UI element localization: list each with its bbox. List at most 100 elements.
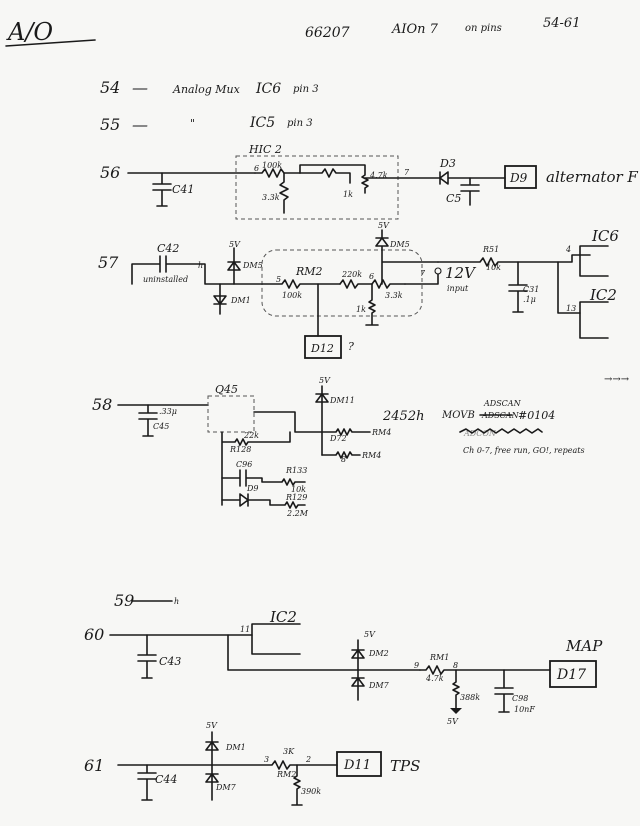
pin-59-h: h bbox=[174, 597, 179, 606]
dm7-label: DM7 bbox=[368, 681, 390, 690]
r-4-7k-label: 4.7k bbox=[369, 171, 388, 180]
pin-56-label: 56 bbox=[100, 163, 120, 182]
input-label: input bbox=[447, 284, 469, 293]
adscan-comment: Ch 0-7, free run, GO!, repeats bbox=[463, 446, 585, 455]
resistor-r51 bbox=[437, 254, 591, 267]
hic2-outline bbox=[235, 155, 399, 220]
hic-pin-6: 6 bbox=[254, 164, 259, 173]
cap-c5-label: C5 bbox=[446, 192, 461, 205]
pin-57-12v-wire bbox=[404, 273, 439, 285]
rm4b-label: RM4 bbox=[361, 451, 381, 460]
diode-dm5-upper bbox=[227, 247, 241, 285]
r51-label: R51 bbox=[482, 245, 499, 254]
resistor-rm1 bbox=[419, 665, 551, 675]
addr-2452h: 2452h bbox=[382, 409, 424, 424]
q45-outline bbox=[207, 395, 255, 433]
ic2-input-wire bbox=[557, 261, 581, 314]
pin-59-label: 59 bbox=[114, 591, 134, 610]
r33k-57-label: 3.3k bbox=[385, 291, 403, 300]
circuit-pin-56: 56 C41 HIC 2 6 100k 3.3k 4.7k 1k 7 D3 C5… bbox=[100, 143, 638, 220]
sheet-title: A/O bbox=[6, 18, 53, 46]
c96-label: C96 bbox=[236, 460, 252, 469]
d9-58-label: D9 bbox=[246, 484, 259, 493]
q45-out-wire bbox=[253, 385, 323, 456]
pin-60-label: 60 bbox=[84, 625, 104, 644]
capacitor-c43 bbox=[137, 634, 157, 679]
value-0104: #0104 bbox=[518, 409, 555, 422]
circuit-pin-58: 58 .33μ C45 Q45 5V DM11 D72 RM4 8 RM4 22… bbox=[92, 376, 585, 518]
r1k-57-label: 1k bbox=[356, 305, 366, 314]
row-55-ic: IC5 bbox=[249, 115, 275, 131]
title-underline bbox=[5, 39, 96, 47]
r-3-3k-label: 3.3k bbox=[262, 193, 280, 202]
row-54-ic: IC6 bbox=[255, 81, 281, 97]
adscan-label: ADSCAN bbox=[483, 399, 522, 408]
rm1-pin-8: 8 bbox=[453, 661, 458, 670]
capacitor-c41 bbox=[152, 172, 172, 207]
resistor-1k bbox=[299, 168, 351, 184]
capacitor-c5 bbox=[460, 177, 480, 206]
d72-label: D72 bbox=[329, 434, 347, 443]
cap-c43-label: C43 bbox=[159, 655, 181, 668]
diode-dm1 bbox=[213, 283, 227, 315]
terminal-12v bbox=[434, 267, 442, 275]
scribble bbox=[459, 428, 543, 434]
rm2-61-label: RM2 bbox=[276, 770, 296, 779]
rm2-pin-5: 5 bbox=[276, 275, 281, 284]
circuit-pin-60: 60 C43 11 IC2 5V DM2 DM7 9 RM1 4.7k 8 38… bbox=[84, 608, 603, 726]
c98-label: C98 bbox=[512, 694, 528, 703]
row-55-ic-pin: pin 3 bbox=[287, 118, 313, 129]
resistor-390k bbox=[291, 764, 303, 806]
hic2-label: HIC 2 bbox=[248, 143, 282, 156]
conn-d11-label: D11 bbox=[343, 758, 371, 773]
signal-alternator-f: alternator F bbox=[546, 168, 638, 186]
circuit-pin-57: 57 C42 uninstalled h 5V DM5 DM1 RM2 5 10… bbox=[98, 221, 619, 359]
diodes-dm2-dm7 bbox=[351, 639, 365, 701]
row-54-text: Analog Mux bbox=[172, 83, 241, 96]
r51-value: 10k bbox=[486, 263, 501, 272]
resistor-100k-57 bbox=[261, 279, 341, 289]
capacitor-c44 bbox=[137, 764, 157, 801]
scribble-text: ADCON bbox=[463, 429, 497, 438]
diode-d3-label: D3 bbox=[439, 157, 456, 170]
c45-value: .33μ bbox=[159, 407, 177, 416]
dm1-5v-label: 5V bbox=[206, 721, 218, 730]
c42-pin-h: h bbox=[198, 261, 203, 270]
rm1-value: 4.7k bbox=[425, 674, 444, 683]
rm4a-label: RM4 bbox=[371, 428, 391, 437]
ic6-pin-4: 4 bbox=[565, 245, 571, 254]
r128-value: 22k bbox=[243, 431, 259, 440]
dm5b-label: DM5 bbox=[389, 240, 410, 249]
ic2-symbol-60 bbox=[251, 623, 301, 655]
circuit-pin-61: 61 C44 5V DM1 DM7 3 3K 2 RM2 390k D11 TP… bbox=[84, 721, 420, 806]
rm2-outline bbox=[261, 249, 423, 317]
cap-c42-label: C42 bbox=[157, 242, 179, 255]
resistor-100k bbox=[254, 168, 301, 178]
ic2-label-57: IC2 bbox=[589, 286, 617, 304]
capacitor-c31 bbox=[508, 261, 528, 313]
hic-pin-7: 7 bbox=[404, 168, 410, 177]
part-number: 66207 bbox=[305, 25, 350, 41]
circuit-pin-59: 59 h bbox=[114, 591, 179, 610]
row-54-ic-pin: pin 3 bbox=[293, 84, 319, 95]
rm2-pin-6: 6 bbox=[369, 272, 374, 281]
header-desc2: on pins bbox=[465, 23, 502, 34]
resistor-rm4-lower bbox=[321, 451, 361, 459]
resistor-388k bbox=[452, 669, 460, 709]
d12-question: ? bbox=[348, 340, 354, 353]
rm2-61-pin-2: 2 bbox=[305, 755, 311, 764]
conn-d17-label: D17 bbox=[556, 667, 586, 683]
dm5a-label: DM5 bbox=[242, 261, 263, 270]
resistor-1k-57 bbox=[365, 283, 379, 326]
dm11-label: DM11 bbox=[329, 396, 355, 405]
resistor-220k bbox=[339, 279, 373, 289]
diode-d9-58 bbox=[221, 493, 306, 509]
r3k-label: 3K bbox=[283, 747, 295, 756]
capacitor-c96 bbox=[221, 469, 306, 487]
pin-61-label: 61 bbox=[84, 756, 104, 775]
dm5a-5v-label: 5V bbox=[229, 240, 241, 249]
capacitor-c42 bbox=[131, 255, 263, 285]
r128-label: R128 bbox=[229, 445, 251, 454]
r388k-5v-label: 5V bbox=[447, 717, 459, 726]
row-55: 55 — " IC5 pin 3 bbox=[100, 115, 313, 134]
